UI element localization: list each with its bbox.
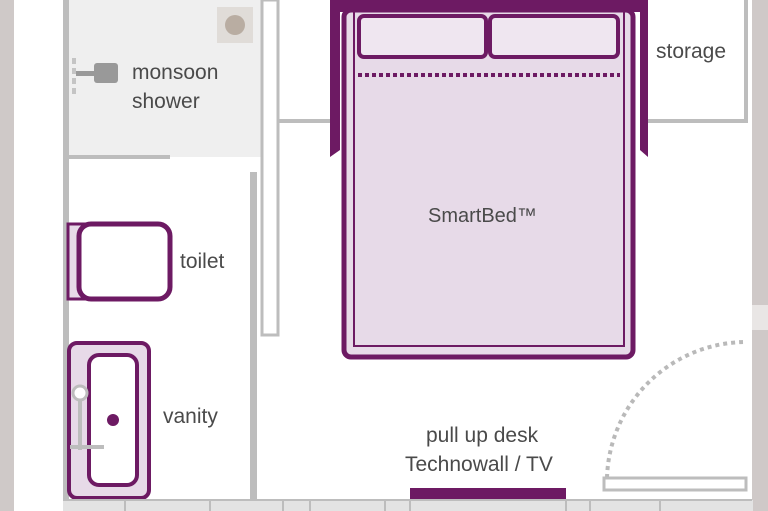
vanity-label: vanity (163, 405, 218, 428)
vanity (67, 341, 151, 500)
bottom-wall-segments (124, 500, 661, 511)
sink-drain-icon (107, 414, 119, 426)
left-outer-wall (63, 0, 69, 511)
shower-head-icon (72, 58, 118, 95)
floor-drain-icon (217, 7, 253, 43)
outer-left-strip (0, 0, 14, 511)
storage-label: storage (656, 40, 727, 63)
shower-label-line2: shower (132, 90, 200, 113)
shower-label-line1: monsoon (132, 61, 219, 84)
pillow-right (488, 14, 620, 59)
outer-right-strip (752, 0, 768, 511)
bed-label: SmartBed™ (428, 205, 537, 227)
toilet-label: toilet (180, 250, 225, 273)
faucet-icon (70, 384, 104, 450)
bed (341, 7, 636, 360)
bed-inner-outline (353, 9, 625, 347)
toilet (66, 221, 173, 302)
door (602, 476, 748, 492)
outer-right-notch (752, 305, 768, 330)
bottom-wall (63, 500, 753, 511)
pillow-left (357, 14, 488, 59)
glass-wall-inner (250, 172, 257, 500)
partition-wall (260, 0, 280, 337)
tv-label: Technowall / TV (405, 453, 553, 476)
technowall-desk (410, 488, 566, 500)
desk-label: pull up desk (426, 424, 539, 447)
door-swing-arc (605, 340, 744, 479)
